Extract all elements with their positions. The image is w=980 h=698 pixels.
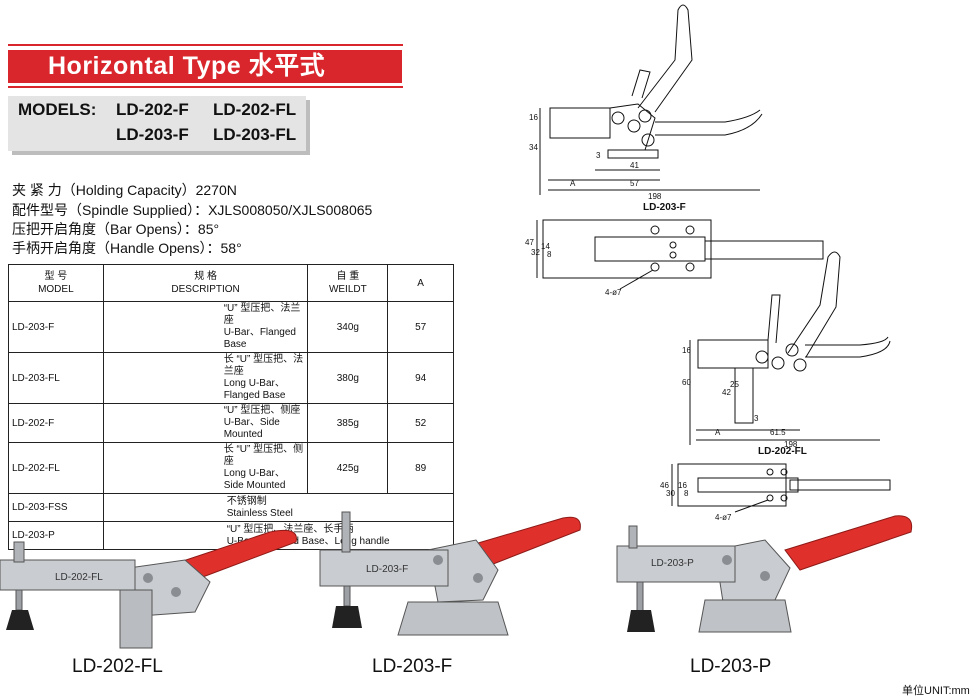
dim-4-holes: 4-ø7 <box>605 288 622 297</box>
cell-model: LD-203-FSS <box>8 493 104 522</box>
dim-47: 47 <box>525 238 534 247</box>
model-ld-203-f: LD-203-F <box>116 125 189 144</box>
photo-marking: LD-202-FL <box>55 572 103 583</box>
dim-16: 16 <box>678 481 687 490</box>
page-title: Horizontal Type 水平式 <box>8 50 402 83</box>
drawing-ld-203-f-side: 16 34 3 41 57 A 198 <box>529 4 763 201</box>
dim-46: 46 <box>660 481 669 490</box>
dim-8: 8 <box>547 250 552 259</box>
dim-a: A <box>570 179 576 188</box>
title-rule-bottom <box>8 86 403 88</box>
dim-8: 8 <box>684 489 689 498</box>
dim-34: 34 <box>529 143 538 152</box>
dim-42: 42 <box>722 388 731 397</box>
cell-weight: 425g <box>307 442 389 494</box>
drawing-label-ld-203-f: LD-203-F <box>643 202 686 213</box>
cell-a: 89 <box>387 442 454 494</box>
spec-bar-opens: 压把开启角度（Bar Opens）：85° <box>12 221 220 237</box>
spec-handle-opens: 手柄开启角度（Handle Opens）：58° <box>12 240 242 256</box>
spec-spindle-supplied: 配件型号（Spindle Supplied）：XJLS008050/XJLS00… <box>12 202 373 218</box>
dim-16: 16 <box>529 113 538 122</box>
photo-caption-ld-203-f: LD-203-F <box>372 656 453 677</box>
drawing-label-ld-202-fl: LD-202-FL <box>758 446 807 457</box>
dim-30: 30 <box>666 489 675 498</box>
photo-marking: LD-203-P <box>651 558 694 569</box>
dim-3: 3 <box>754 414 759 423</box>
title-rule-top <box>8 44 403 46</box>
photo-caption-ld-202-fl: LD-202-FL <box>72 656 163 677</box>
unit-note: 单位UNIT:mm <box>902 685 970 697</box>
cell-weight: 385g <box>307 403 389 443</box>
dim-60: 60 <box>682 378 691 387</box>
dim-14: 14 <box>541 242 550 251</box>
photo-caption-ld-203-p: LD-203-P <box>690 656 772 677</box>
dim-a: A <box>715 428 721 437</box>
photo-marking: LD-203-F <box>366 564 408 575</box>
dim-16: 16 <box>682 346 691 355</box>
dim-32: 32 <box>531 248 540 257</box>
dim-57: 57 <box>630 179 639 188</box>
cell-a: 94 <box>387 352 454 404</box>
dim-198: 198 <box>784 440 798 449</box>
model-ld-202-f: LD-202-F <box>116 100 189 119</box>
cell-model: LD-202-FL <box>8 442 104 494</box>
photo-ld-202-fl: LD-202-FL <box>0 529 297 649</box>
cell-model: LD-203-FL <box>8 352 104 404</box>
header-a: A <box>387 264 454 302</box>
models-label: MODELS: <box>18 100 97 119</box>
dim-25: 25 <box>730 380 739 389</box>
cell-weight: 380g <box>307 352 389 404</box>
drawing-ld-202-fl-side: 16 60 42 25 3 A 61.5 198 <box>682 251 891 449</box>
drawing-ld-202-fl-top: 46 30 16 8 4-ø7 <box>660 463 891 522</box>
cell-a: 52 <box>387 403 454 443</box>
dim-3: 3 <box>596 151 601 160</box>
dim-61-5: 61.5 <box>770 428 786 437</box>
dim-41: 41 <box>630 161 639 170</box>
models-block: MODELS: LD-202-F LD-202-FL LD-203-F LD-2… <box>8 96 306 151</box>
cell-model: LD-203-F <box>8 301 104 353</box>
cell-a: 57 <box>387 301 454 353</box>
spec-holding-capacity: 夹 紧 力（Holding Capacity）2270N <box>12 182 237 198</box>
dim-198: 198 <box>648 192 662 201</box>
photo-ld-203-f: LD-203-F <box>319 511 581 636</box>
photo-ld-203-p: LD-203-P <box>616 515 913 633</box>
cell-weight: 340g <box>307 301 389 353</box>
model-ld-202-fl: LD-202-FL <box>213 100 297 119</box>
dim-4-holes: 4-ø7 <box>715 513 732 522</box>
cell-model: LD-202-F <box>8 403 104 443</box>
model-ld-203-fl: LD-203-FL <box>213 125 297 144</box>
drawing-ld-203-f-top: 47 32 14 8 4-ø7 <box>525 219 824 297</box>
